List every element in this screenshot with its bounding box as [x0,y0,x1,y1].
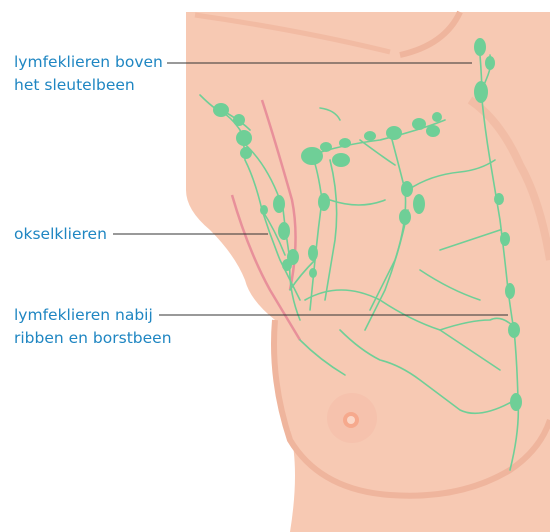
chest-node [401,181,413,197]
chest-node [413,194,425,214]
axillary-node [213,103,229,117]
supraclavicular-node [474,38,486,56]
label-axillary-lymph-nodes: okselklieren [14,223,107,246]
internal-mammary-node [500,232,510,246]
internal-mammary-node [510,393,522,411]
infraclavicular-node [339,138,351,148]
infraclavicular-node [386,126,402,140]
label-internal-mammary-lymph-nodes: lymfeklieren nabij ribben en borstbeen [14,304,172,350]
axillary-node [273,195,285,213]
label-line: ribben en borstbeen [14,327,172,350]
label-supraclavicular-lymph-nodes: lymfeklieren boven het sleutelbeen [14,51,163,97]
internal-mammary-node [508,322,520,338]
infraclavicular-node [364,131,376,141]
internal-mammary-node [505,283,515,299]
axillary-node [278,222,290,240]
chest-node [399,209,411,225]
axillary-node [282,259,292,271]
infraclavicular-node [301,147,323,165]
axillary-node [260,205,268,215]
label-line: lymfeklieren boven [14,51,163,74]
nipple-highlight [347,416,355,424]
supraclavicular-node [485,56,495,70]
infraclavicular-node [432,112,442,122]
axillary-node [236,130,252,146]
label-line: lymfeklieren nabij [14,304,172,327]
torso-skin [186,12,550,532]
infraclavicular-node [426,125,440,137]
internal-mammary-node [494,193,504,205]
infraclavicular-node [332,153,350,167]
chest-node [308,245,318,261]
chest-node [309,268,317,278]
label-line: okselklieren [14,223,107,246]
label-line: het sleutelbeen [14,74,163,97]
infraclavicular-node [412,118,426,130]
axillary-node [233,114,245,126]
chest-node [318,193,330,211]
infraclavicular-node [320,142,332,152]
axillary-node [240,147,252,159]
supraclavicular-node [474,81,488,103]
